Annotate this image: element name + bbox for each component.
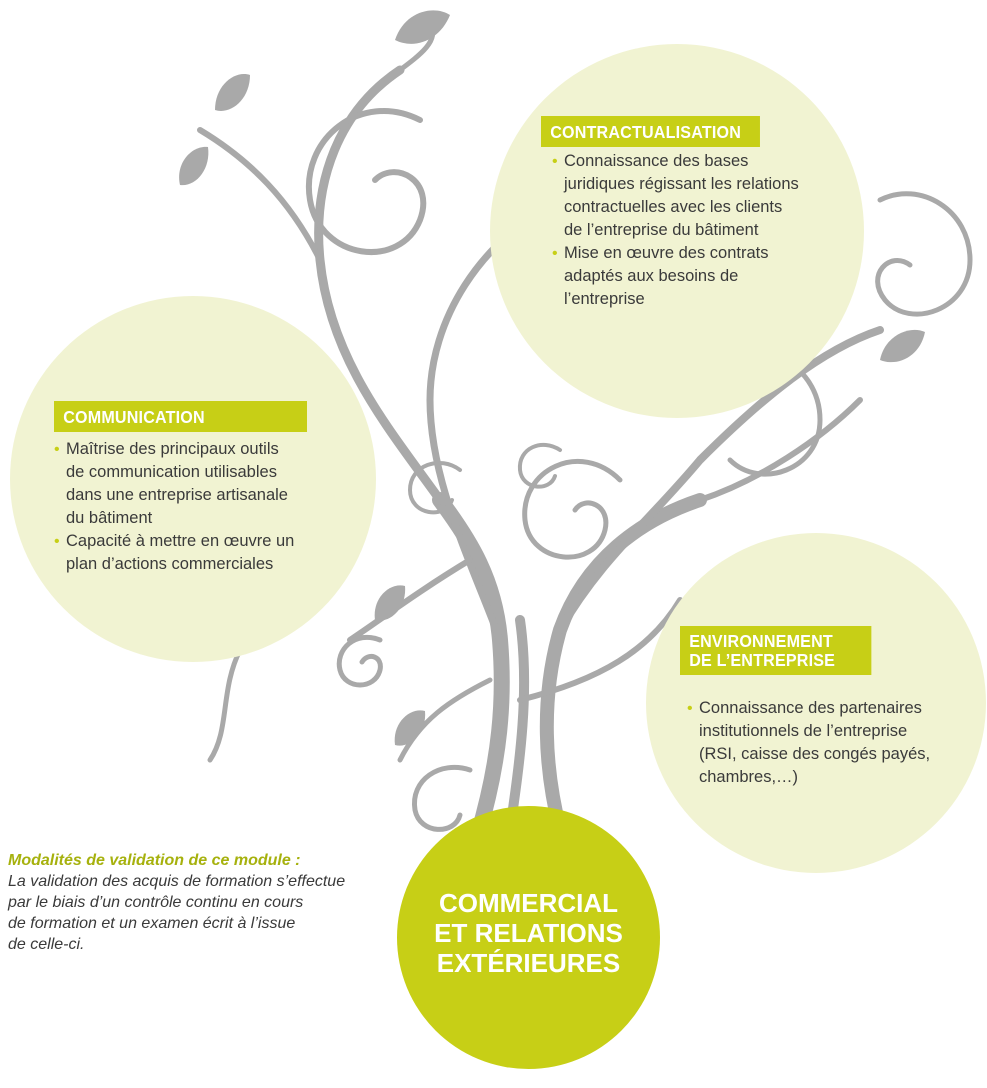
- spiral: [305, 108, 427, 256]
- leaf: [215, 74, 250, 111]
- spiral: [207, 647, 243, 763]
- leaf: [395, 10, 450, 44]
- leaf: [394, 710, 426, 746]
- communication-heading: COMMUNICATION: [54, 401, 307, 432]
- leaf: [374, 585, 406, 621]
- validation-line: par le biais d’un contrôle continu en co…: [8, 894, 304, 911]
- contractualisation-heading: CONTRACTUALISATION: [541, 116, 760, 147]
- validation-line: de celle-ci.: [8, 936, 85, 953]
- validation-line: de formation et un examen écrit à l’issu…: [8, 915, 296, 932]
- spiral: [522, 459, 623, 560]
- spiral: [517, 442, 562, 489]
- validation-title: Modalités de validation de ce module :: [8, 852, 301, 869]
- spiral: [412, 764, 473, 832]
- spiral: [407, 460, 462, 515]
- environnement-circle: [646, 533, 986, 873]
- spiral: [336, 634, 383, 688]
- validation-line: La validation des acquis de formation s’…: [8, 873, 346, 890]
- communication-circle: [10, 296, 376, 662]
- spiral: [875, 191, 973, 317]
- root-circle: [397, 806, 660, 1069]
- environnement-heading: ENVIRONNEMENT DE L’ENTREPRISE: [680, 626, 872, 675]
- leaf: [179, 146, 209, 186]
- contractualisation-circle: [490, 44, 864, 418]
- leaf: [880, 329, 925, 363]
- root-title: COMMERCIAL ET RELATIONS EXTÉRIEURES: [434, 888, 623, 978]
- tree-trunk: [432, 492, 510, 843]
- validation-note: Modalités de validation de ce module : L…: [8, 850, 448, 955]
